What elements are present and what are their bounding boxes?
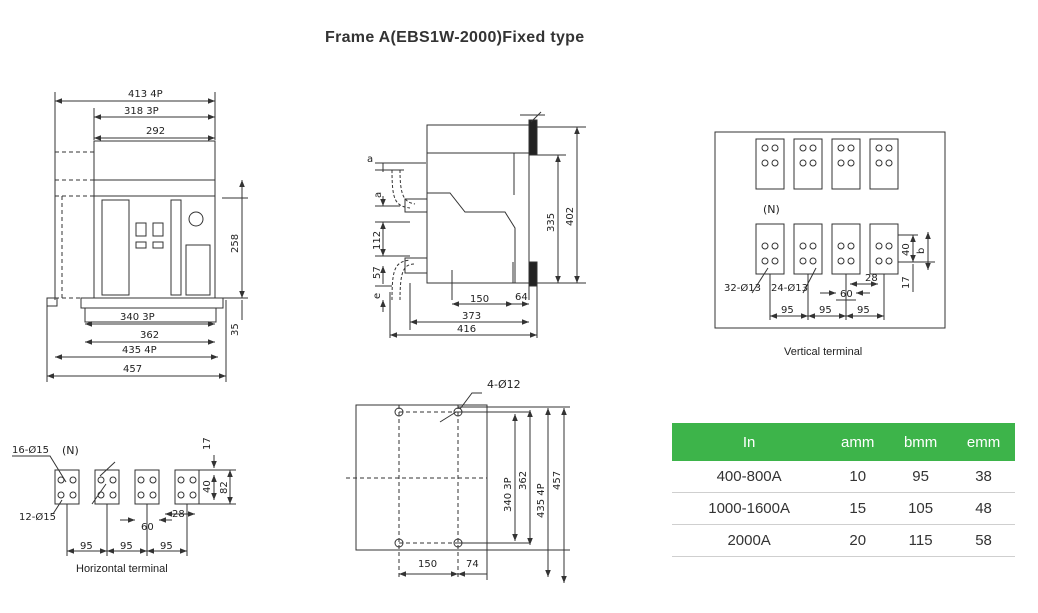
column-amm: amm <box>826 423 890 461</box>
side-dim-112: 112 <box>372 231 383 250</box>
front-view <box>46 92 248 382</box>
plate-dim-150: 150 <box>418 559 437 570</box>
vt-dim-95-b: 95 <box>819 305 832 316</box>
ht-dim-40: 40 <box>202 480 213 493</box>
front-dim-292: 292 <box>146 126 165 137</box>
vt-hole-32: 32-Ø13 <box>724 282 761 294</box>
vt-dim-28: 28 <box>865 273 878 284</box>
side-label-e: e <box>372 293 383 299</box>
cell-in: 1000-1600A <box>672 492 827 525</box>
plate-dim-74: 74 <box>466 559 479 570</box>
spec-table-header: In amm bmm emm <box>672 423 1015 461</box>
vt-dim-40: 40 <box>901 243 912 256</box>
side-dim-402: 402 <box>565 207 576 226</box>
mounting-plate <box>346 392 570 583</box>
ht-hole-16: 16-Ø15 <box>12 444 49 456</box>
plate-dim-435: 435 4P <box>536 483 547 518</box>
cell-emm: 48 <box>952 492 1015 525</box>
cell-bmm: 105 <box>889 492 953 525</box>
ht-dim-28: 28 <box>172 509 185 520</box>
cell-amm: 20 <box>826 524 890 557</box>
cell-amm: 15 <box>826 492 890 525</box>
vt-dim-60: 60 <box>840 289 853 300</box>
ht-dim-17: 17 <box>202 437 213 450</box>
side-dim-373: 373 <box>462 311 481 322</box>
front-dim-413: 413 4P <box>128 89 163 100</box>
column-bmm: bmm <box>889 423 953 461</box>
front-dim-362: 362 <box>140 330 159 341</box>
horizontal-terminal <box>12 455 236 556</box>
front-dim-318: 318 3P <box>124 106 159 117</box>
ht-hole-12: 12-Ø15 <box>19 511 56 523</box>
cell-amm: 10 <box>826 461 890 493</box>
vertical-terminal-caption: Vertical terminal <box>784 346 863 358</box>
side-label-a: a <box>373 192 384 198</box>
side-dim-150: 150 <box>470 294 489 305</box>
side-view <box>375 111 586 338</box>
vt-neutral-label: (N) <box>763 203 780 216</box>
page-title: Frame A(EBS1W-2000)Fixed type <box>325 29 585 46</box>
vt-dim-b: b <box>916 248 927 254</box>
plate-dim-362: 362 <box>518 471 529 490</box>
ht-dim-60: 60 <box>141 522 154 533</box>
plate-dim-457: 457 <box>552 471 563 490</box>
side-label-a-top: a <box>367 154 373 165</box>
ht-neutral-label: (N) <box>62 444 79 457</box>
front-dim-435: 435 4P <box>122 345 157 356</box>
horizontal-terminal-caption: Horizontal terminal <box>76 563 168 575</box>
vt-dim-95-c: 95 <box>857 305 870 316</box>
vt-hole-24: 24-Ø13 <box>771 282 808 294</box>
plate-dim-340: 340 3P <box>503 477 514 512</box>
front-dim-35: 35 <box>230 323 241 336</box>
column-emm: emm <box>952 423 1015 461</box>
vertical-terminal-panel <box>714 131 946 329</box>
cell-in: 2000A <box>672 524 827 557</box>
side-dim-335: 335 <box>546 213 557 232</box>
column-in: In <box>672 423 827 461</box>
vt-dim-17: 17 <box>901 276 912 289</box>
cell-in: 400-800A <box>672 461 827 493</box>
cell-bmm: 95 <box>889 461 953 493</box>
ht-dim-95-c: 95 <box>160 541 173 552</box>
table-row: 2000A 20 115 58 <box>672 524 1015 557</box>
cell-emm: 58 <box>952 524 1015 557</box>
table-row: 400-800A 10 95 38 <box>672 461 1015 493</box>
ht-dim-95-a: 95 <box>80 541 93 552</box>
ht-dim-95-b: 95 <box>120 541 133 552</box>
cell-emm: 38 <box>952 461 1015 493</box>
plate-hole-label: 4-Ø12 <box>487 378 521 391</box>
vt-dim-95-a: 95 <box>781 305 794 316</box>
side-dim-57: 57 <box>372 266 383 279</box>
front-dim-457: 457 <box>123 364 142 375</box>
table-row: 1000-1600A 15 105 48 <box>672 492 1015 525</box>
side-dim-416: 416 <box>457 324 476 335</box>
ht-dim-82: 82 <box>219 481 230 494</box>
spec-table: In amm bmm emm 400-800A 10 95 38 1000-16… <box>672 423 1015 557</box>
cell-bmm: 115 <box>889 524 953 557</box>
side-dim-64: 64 <box>515 292 528 303</box>
front-dim-340: 340 3P <box>120 312 155 323</box>
front-dim-258: 258 <box>230 234 241 253</box>
